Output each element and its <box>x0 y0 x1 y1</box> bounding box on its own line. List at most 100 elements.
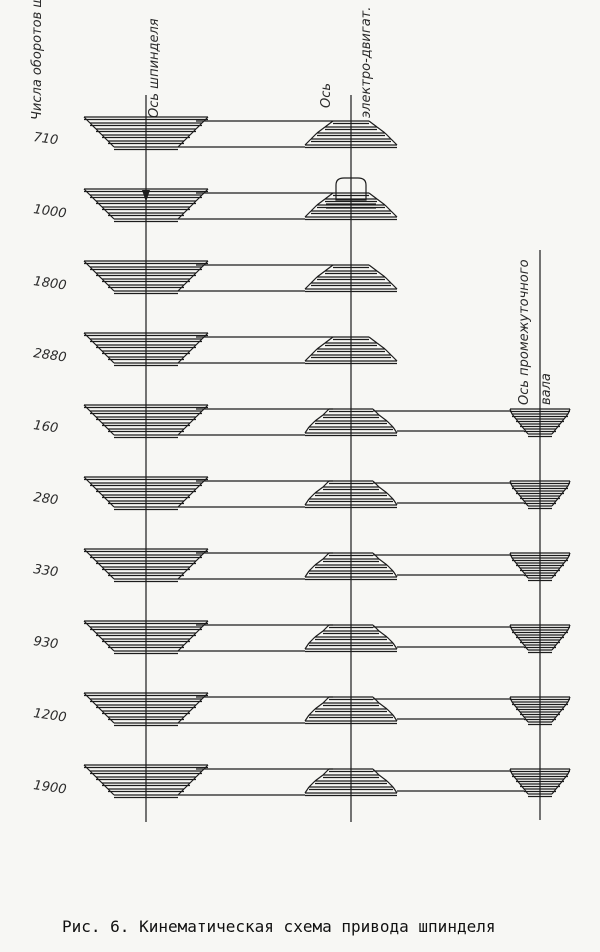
speed-label: 2880 <box>32 346 67 365</box>
spindle-cone <box>83 404 209 439</box>
spindle-cone-step-edge <box>195 194 203 202</box>
intermediate-cone-step-edge <box>567 624 571 631</box>
spindle-cone <box>83 188 209 223</box>
motor-cone-step-edge <box>324 120 334 128</box>
motor-cone-step-edge <box>304 642 310 650</box>
motor-cone-step-edge <box>314 774 324 782</box>
intermediate-cone-step-edge <box>559 634 565 641</box>
motor-cone-step-edge <box>314 702 324 710</box>
spindle-cone-step-edge <box>183 566 191 574</box>
motor-cone-step-edge <box>314 486 324 494</box>
intermediate-axis-label-2: вала <box>539 373 554 405</box>
intermediate-cone <box>509 696 571 726</box>
speed-label: 930 <box>32 634 59 652</box>
spindle-cone-step-edge <box>183 494 191 502</box>
motor-cone-step-edge <box>304 714 310 722</box>
stage-280: 280 <box>32 476 571 511</box>
spindle-cone-step-edge <box>101 134 109 142</box>
spindle-cone <box>83 332 209 367</box>
motor-cone-step-edge <box>384 204 392 212</box>
spindle-cone-step-edge <box>183 782 191 790</box>
intermediate-cone-step-edge <box>551 644 557 651</box>
motor-cone-step-edge <box>384 348 392 356</box>
intermediate-cone-step-edge <box>523 716 529 723</box>
spindle-cone-step-edge <box>83 260 91 268</box>
motor-cone-step-edge <box>372 696 380 704</box>
stage-1900: 1900 <box>32 764 571 799</box>
intermediate-cone-step-edge <box>515 706 521 713</box>
motor-cone-step-edge <box>376 198 386 206</box>
spindle-cone-step-edge <box>183 422 191 430</box>
spindle-cone-step-edge <box>189 488 197 496</box>
spindle-cone-step-edge <box>89 194 97 202</box>
spindle-cone-step-edge <box>107 212 115 220</box>
motor-cone-step-edge <box>310 132 318 140</box>
intermediate-cone-step-edge <box>559 778 565 785</box>
motor-cone-step-edge <box>386 636 394 644</box>
intermediate-cone-step-edge <box>511 485 517 492</box>
stage-1000: 1000 <box>32 188 398 223</box>
spindle-cone-step-edge <box>189 776 197 784</box>
intermediate-cone-step-edge <box>515 490 521 497</box>
spindle-cone-step-edge <box>183 710 191 718</box>
spindle-cone-step-edge <box>195 266 203 274</box>
spindle-cone-step-edge <box>95 272 103 280</box>
spindle-cone <box>83 764 209 799</box>
spindle-cone-step-edge <box>89 338 97 346</box>
intermediate-cone-step-edge <box>511 629 517 636</box>
motor-cone-step-edge <box>308 420 316 428</box>
spindle-cone-step-edge <box>177 284 185 292</box>
intermediate-cone-step-edge <box>519 495 525 502</box>
intermediate-cone-step-edge <box>559 562 565 569</box>
motor-cone <box>304 480 398 509</box>
motor-cone-step-edge <box>372 480 380 488</box>
spindle-cone-step-edge <box>95 488 103 496</box>
intermediate-cone-step-edge <box>523 500 529 507</box>
motor-cone-step-edge <box>308 492 316 500</box>
motor-cone <box>304 264 398 293</box>
motor-cone-step-edge <box>390 138 398 146</box>
intermediate-cone-step-edge <box>567 408 571 415</box>
spindle-cone-step-edge <box>101 494 109 502</box>
motor-cone-step-edge <box>314 558 324 566</box>
intermediate-cone-step-edge <box>519 711 525 718</box>
spindle-cone-step-edge <box>101 278 109 286</box>
spindle-cone <box>83 548 209 583</box>
motor-cone-step-edge <box>310 204 318 212</box>
intermediate-axis-label-1: Ось промежуточного <box>517 259 532 405</box>
spindle-cone-step-edge <box>89 482 97 490</box>
spindle-cone-step-edge <box>95 704 103 712</box>
spindle-cone-step-edge <box>183 278 191 286</box>
intermediate-cone-step-edge <box>523 644 529 651</box>
spindle-cone-step-edge <box>201 332 209 340</box>
intermediate-cone <box>509 408 571 438</box>
intermediate-cone-step-edge <box>567 696 571 703</box>
intermediate-cone-step-edge <box>551 428 557 435</box>
intermediate-cone-step-edge <box>523 428 529 435</box>
spindle-cone-step-edge <box>189 560 197 568</box>
motor-cone-step-edge <box>308 636 316 644</box>
intermediate-cone-step-edge <box>515 778 521 785</box>
motor-cone-step-edge <box>310 348 318 356</box>
motor-cone <box>304 120 398 149</box>
spindle-cone-step-edge <box>89 698 97 706</box>
spindle-cone-step-edge <box>195 122 203 130</box>
intermediate-cone-step-edge <box>567 768 571 775</box>
intermediate-cone-step-edge <box>563 485 569 492</box>
spindle-axis-label: Ось шпинделя <box>147 18 162 118</box>
intermediate-cone-step-edge <box>555 567 561 574</box>
spindle-cone-step-edge <box>89 122 97 130</box>
spindle-cone-step-edge <box>189 632 197 640</box>
spindle-cone-step-edge <box>83 116 91 124</box>
motor-cone-step-edge <box>324 192 334 200</box>
intermediate-cone-step-edge <box>559 418 565 425</box>
motor-cone-step-edge <box>368 120 378 128</box>
spindle-cone-step-edge <box>83 476 91 484</box>
motor-cone-step-edge <box>368 264 378 272</box>
motor-cone-step-edge <box>386 492 394 500</box>
spindle-cone-step-edge <box>83 548 91 556</box>
motor-cone-step-edge <box>304 210 312 218</box>
spindle-cone-step-edge <box>107 284 115 292</box>
spindle-cone-step-edge <box>201 476 209 484</box>
